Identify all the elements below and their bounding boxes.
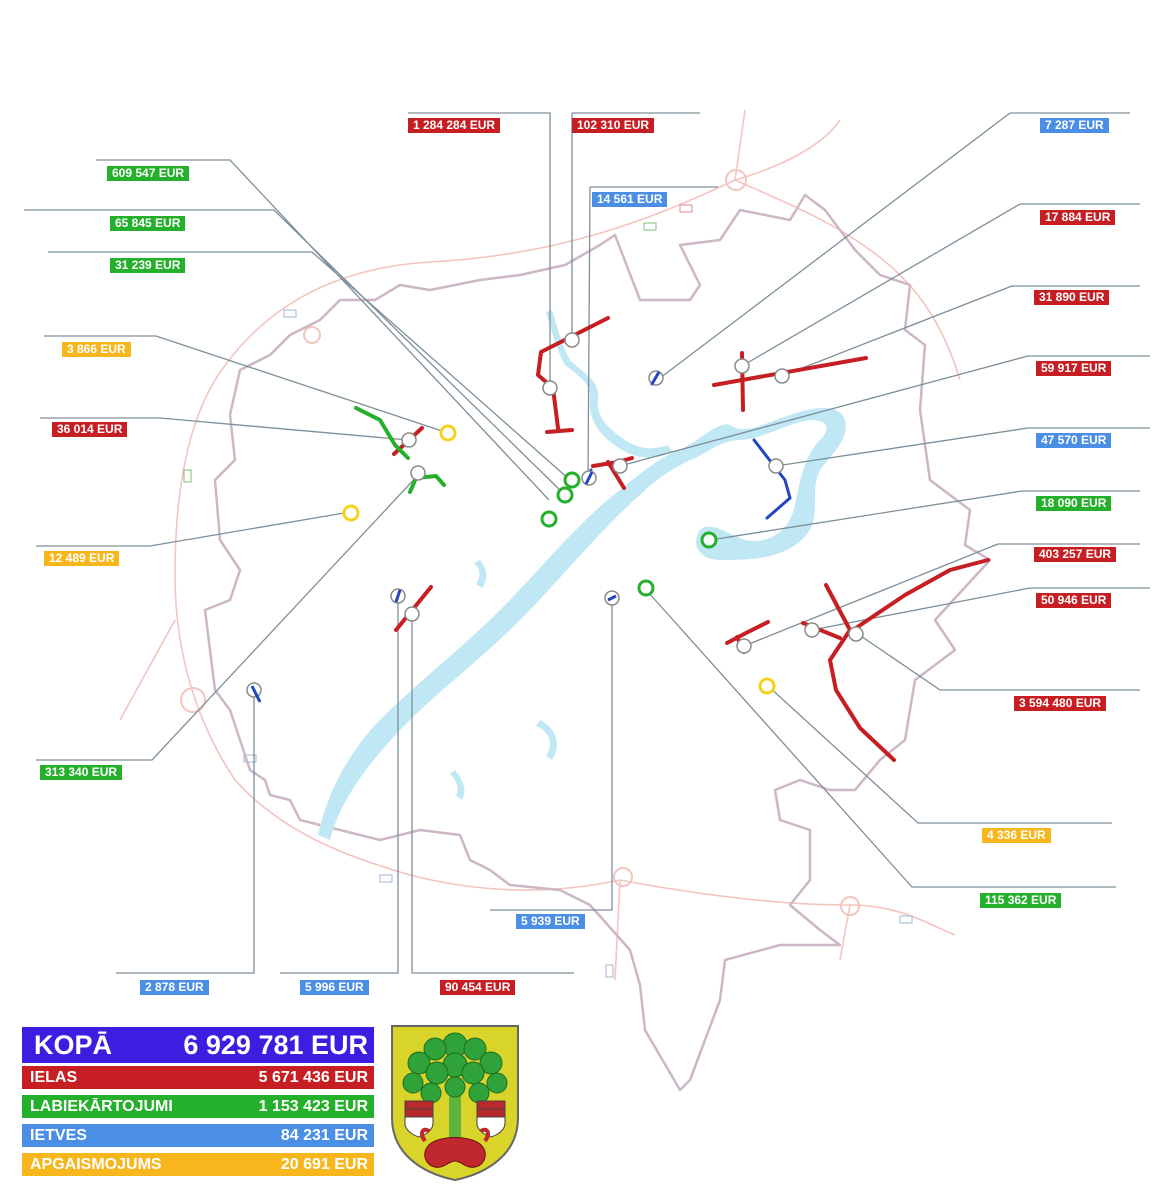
amount-label: 31 890 EUR: [1034, 290, 1110, 305]
amount-label: 14 561 EUR: [592, 192, 668, 207]
amount-label: 47 570 EUR: [1036, 433, 1112, 448]
summary-row-name: IELAS: [30, 1069, 78, 1086]
amount-label: 5 996 EUR: [300, 980, 369, 995]
summary-row-ietves: IETVES 84 231 EUR: [22, 1124, 374, 1147]
amount-label: 5 939 EUR: [516, 914, 585, 929]
ring-road: [119, 109, 961, 981]
summary-row-ielas: IELAS 5 671 436 EUR: [22, 1066, 374, 1089]
summary-total-label: KOPĀ: [34, 1030, 113, 1060]
city-boundary: [203, 193, 992, 1092]
street-works: [392, 316, 990, 762]
summary-row-name: IETVES: [30, 1127, 87, 1144]
road-signs: [183, 204, 913, 978]
amount-label: 50 946 EUR: [1036, 593, 1112, 608]
summary-total-value: 6 929 781 EUR: [183, 1030, 368, 1060]
roundabouts: [180, 169, 860, 916]
amount-label: 36 014 EUR: [52, 422, 128, 437]
amount-label: 90 454 EUR: [440, 980, 516, 995]
river: [318, 310, 846, 840]
project-markers: [246, 332, 864, 703]
improvement-works: [354, 406, 446, 494]
summary-row-labiekartojumi: LABIEKĀRTOJUMI 1 153 423 EUR: [22, 1095, 374, 1118]
amount-label: 17 884 EUR: [1040, 210, 1116, 225]
amount-label: 609 547 EUR: [107, 166, 190, 181]
amount-label: 7 287 EUR: [1040, 118, 1109, 133]
amount-label: 115 362 EUR: [980, 893, 1062, 908]
amount-label: 31 239 EUR: [110, 258, 186, 273]
amount-label: 4 336 EUR: [982, 828, 1051, 843]
summary-row-name: LABIEKĀRTOJUMI: [30, 1098, 173, 1115]
amount-label: 59 917 EUR: [1036, 361, 1112, 376]
amount-label: 102 310 EUR: [572, 118, 655, 133]
summary-row-name: APGAISMOJUMS: [30, 1156, 162, 1173]
summary-row-value: 5 671 436 EUR: [258, 1069, 368, 1086]
amount-label: 12 489 EUR: [44, 551, 120, 566]
amount-label: 1 284 284 EUR: [408, 118, 501, 133]
amount-label: 3 866 EUR: [62, 342, 131, 357]
amount-label: 65 845 EUR: [110, 216, 186, 231]
amount-label: 313 340 EUR: [40, 765, 123, 780]
amount-label: 2 878 EUR: [140, 980, 209, 995]
summary-total: KOPĀ 6 929 781 EUR: [22, 1027, 374, 1063]
coat-of-arms-icon: [391, 1025, 519, 1182]
amount-label: 3 594 480 EUR: [1014, 696, 1107, 711]
summary-row-value: 84 231 EUR: [280, 1127, 368, 1144]
summary-row-apgaismojums: APGAISMOJUMS 20 691 EUR: [22, 1153, 374, 1176]
leader-lines: [24, 112, 1150, 974]
amount-label: 18 090 EUR: [1036, 496, 1112, 511]
amount-label: 403 257 EUR: [1034, 547, 1117, 562]
summary-row-value: 1 153 423 EUR: [258, 1098, 368, 1115]
summary-row-value: 20 691 EUR: [280, 1156, 368, 1173]
